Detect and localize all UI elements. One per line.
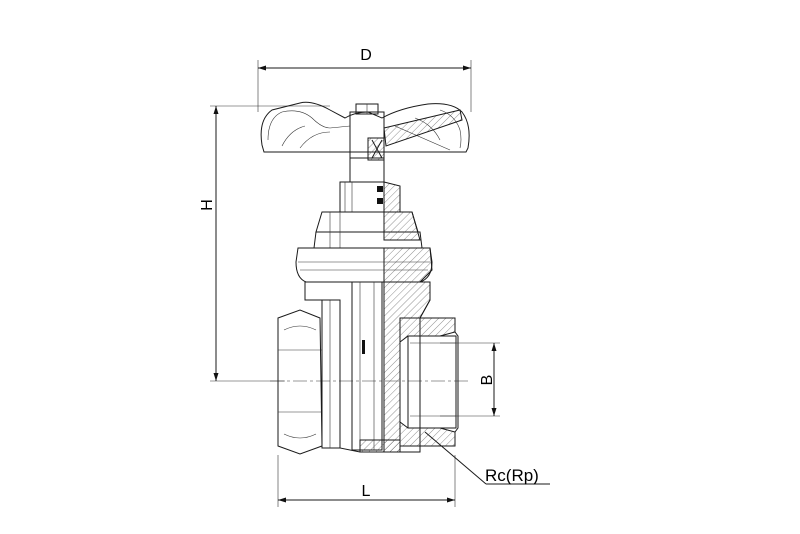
dimension-d: D xyxy=(257,47,472,112)
dimension-l: L xyxy=(277,455,456,507)
dimension-b: B xyxy=(440,342,500,417)
valve-body xyxy=(277,281,459,455)
dimension-h-label: H xyxy=(199,199,216,211)
dimension-l-label: L xyxy=(362,483,371,500)
stem-and-gland xyxy=(295,157,433,283)
dimension-d-label: D xyxy=(360,47,372,64)
thread-label: Rc(Rp) xyxy=(485,466,539,485)
handwheel xyxy=(260,101,470,161)
dimension-b-label: B xyxy=(479,375,496,386)
dimension-h: H xyxy=(199,105,330,382)
